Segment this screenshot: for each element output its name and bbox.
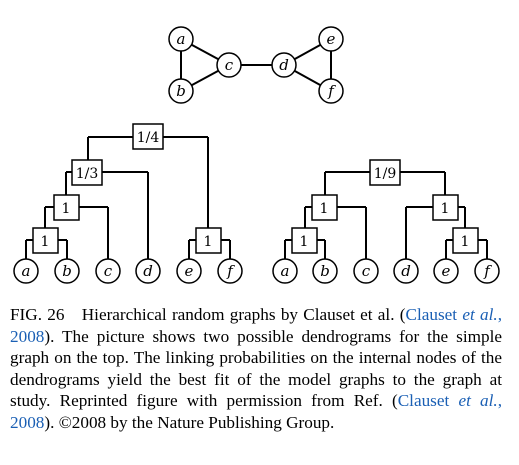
dendrogram-left-leaf-b-label: b [62,262,72,280]
graph-node-c: c [216,52,242,78]
dendrogram-right-leaf-f-label: f [483,262,492,280]
figure-graphic: a b c d e f 1/4 1/3 [13,26,500,284]
dendrogram-left-low-node: 1 [32,227,59,254]
dendrogram-left-leaf-b: b [54,258,80,284]
graph-node-e-label: e [327,30,336,48]
dendrogram-right-links [284,171,488,271]
figure-caption: FIG. 26 Hierarchical random graphs by Cl… [10,304,502,434]
dendrogram-right-right-mid-prob: 1 [441,201,450,217]
dendrogram-left-inner-prob: 1/3 [76,166,99,182]
graph-node-f: f [318,78,344,104]
graph-node-b: b [168,78,194,104]
dendrogram-left-mid-prob: 1 [62,201,71,217]
citation-1-author: Clauset [405,305,463,324]
dendrogram-left-low-prob: 1 [41,234,50,250]
dendrogram-left-leaf-f-label: f [226,262,235,280]
dendrogram-right-left-mid-node: 1 [311,194,338,221]
dendrogram-right-left-mid-prob: 1 [320,201,329,217]
dendrogram-right-root-node: 1/9 [369,159,401,186]
dendrogram-left-root-node: 1/4 [132,123,164,150]
dendrogram-left-leaf-d-label: d [143,262,153,280]
citation-2-author: Clauset [397,391,459,411]
dendrogram-right-left-low-prob: 1 [300,234,309,250]
graph-edges [180,38,332,92]
dendrogram-right-right-low-node: 1 [452,227,479,254]
graph-node-e: e [318,26,344,52]
graph-node-d: d [271,52,297,78]
dendrogram-right-right-low-prob: 1 [461,234,470,250]
citation-1-etal: et al. [462,305,498,324]
dendrogram-right-leaf-b: b [312,258,338,284]
graph-node-a-label: a [177,30,186,48]
dendrogram-right-right-mid-node: 1 [432,194,459,221]
dendrogram-left-leaf-e-label: e [185,262,194,280]
citation-link-1[interactable]: Clauset et al., 2008 [10,305,502,346]
dendrogram-left-right-node: 1 [195,227,222,254]
dendrogram-left-inner-node: 1/3 [71,159,103,186]
dendrogram-left-leaf-f: f [217,258,243,284]
graph-node-a: a [168,26,194,52]
dendrogram-right-leaf-b-label: b [320,262,330,280]
graph-node-f-label: f [327,82,336,100]
graph-node-c-label: c [225,56,234,74]
dendrogram-left-leaf-a: a [13,258,39,284]
dendrogram-left-leaf-e: e [176,258,202,284]
dendrogram-left-mid-node: 1 [53,194,80,221]
figure-label: FIG. 26 [10,305,65,324]
dendrogram-right-leaf-a-label: a [281,262,290,280]
dendrogram-right-root-prob: 1/9 [374,166,397,182]
dendrogram-right-leaf-d-label: d [401,262,411,280]
dendrogram-left-root-prob: 1/4 [137,130,160,146]
dendrogram-right-left-low-node: 1 [291,227,318,254]
dendrogram-right-leaf-c-label: c [362,262,371,280]
dendrogram-left-leaf-c: c [95,258,121,284]
dendrogram-right-leaf-c: c [353,258,379,284]
dendrogram-left-leaf-c-label: c [104,262,113,280]
caption-text-2: ). The picture shows two possible dendro… [10,326,502,411]
citation-link-2[interactable]: Clauset et al., 2008 [10,391,502,432]
dendrogram-right-leaf-a: a [272,258,298,284]
citation-1-year: , 2008 [10,305,503,346]
dendrogram-left-right-prob: 1 [204,234,213,250]
citation-2-year: , 2008 [10,391,502,432]
dendrogram-right-leaf-f: f [474,258,500,284]
dendrogram-right-leaf-d: d [393,258,419,284]
graph-node-d-label: d [279,56,289,74]
citation-2-etal: et al. [458,391,498,411]
dendrogram-left-leaf-d: d [135,258,161,284]
caption-text-1: Hierarchical random graphs by Clauset et… [81,305,406,324]
dendrogram-right-leaf-e: e [433,258,459,284]
dendrogram-left-leaf-a-label: a [22,262,31,280]
graph-node-b-label: b [176,82,186,100]
dendrogram-right-leaf-e-label: e [442,262,451,280]
caption-text-3: ). ©2008 by the Nature Publishing Group. [44,412,335,432]
